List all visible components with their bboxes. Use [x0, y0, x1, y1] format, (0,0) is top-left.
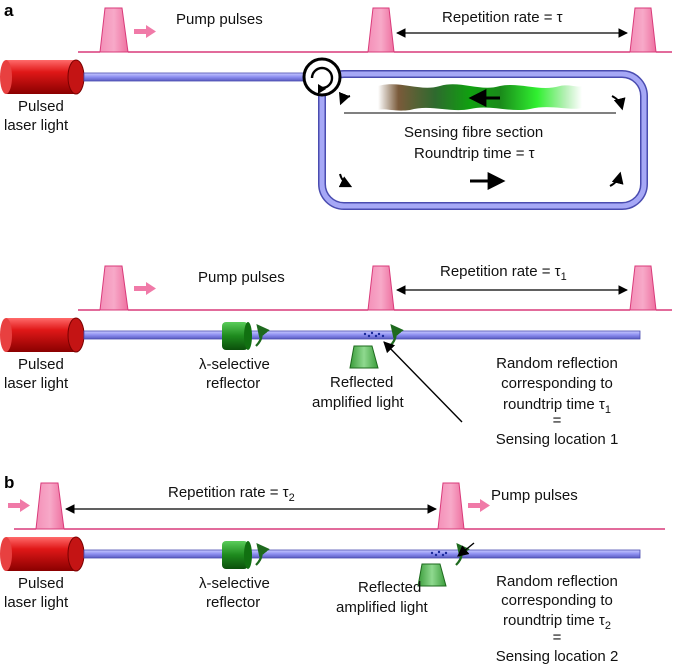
pump-pulse — [629, 265, 657, 311]
circulator — [302, 57, 342, 97]
reflected-label-line2: amplified light — [336, 599, 429, 616]
sensing-label-line2: Roundtrip time = τ — [414, 145, 535, 162]
reflection-arrow — [255, 542, 270, 566]
pulse-direction-arrow — [134, 282, 156, 295]
input-fibre — [83, 72, 307, 82]
random-label-line5: Sensing location 1 — [496, 431, 619, 448]
wavelength-selective-reflector — [222, 541, 252, 569]
pump-pulses-label-2: Pump pulses — [491, 487, 578, 504]
reflected-label-line1: Reflected — [330, 374, 393, 391]
reflected-label-line2: amplified light — [312, 394, 405, 411]
pointer-arrow — [457, 542, 475, 557]
reflector-label-line2: reflector — [206, 375, 260, 392]
random-reflection-text: Random reflection corresponding to round… — [496, 573, 619, 665]
reflected-pulse — [349, 345, 379, 369]
pump-pulse — [629, 7, 657, 53]
circulation-arrow — [338, 173, 353, 188]
random-label-line4: = — [553, 629, 562, 646]
random-reflection-point — [430, 550, 448, 557]
random-label-line3: roundtrip time τ1 — [503, 396, 611, 416]
repetition-rate-label-2: Repetition rate = τ2 — [168, 484, 295, 504]
pump-pulses-label-1: Pump pulses — [198, 269, 285, 286]
pulse-direction-arrow — [134, 25, 156, 38]
pump-pulse — [99, 7, 129, 53]
sensing-label-line1: Sensing fibre section — [404, 124, 543, 141]
random-label-line1: Random reflection — [496, 355, 618, 372]
laser-label-line2: laser light — [4, 117, 69, 134]
pump-pulse — [35, 482, 65, 530]
pump-pulse — [367, 265, 395, 311]
reflected-pulse — [417, 563, 447, 587]
random-label-line4: = — [553, 412, 562, 429]
pointer-arrow — [383, 341, 463, 423]
laser-label-line2: laser light — [4, 375, 69, 392]
reflector-label-line2: reflector — [206, 594, 260, 611]
pulsed-laser — [0, 317, 85, 353]
repetition-rate-label-1: Repetition rate = τ1 — [440, 263, 567, 283]
random-label-line2: corresponding to — [501, 592, 613, 609]
wavelength-selective-reflector — [222, 322, 252, 350]
linear-fibre-2 — [83, 549, 641, 559]
reflected-label-line1: Reflected — [358, 579, 421, 596]
panel-label-a: a — [4, 1, 14, 20]
pulsed-laser — [0, 59, 85, 95]
laser-label-line1: Pulsed — [18, 356, 64, 373]
repetition-rate-label: Repetition rate = τ — [442, 9, 563, 26]
circulation-arrow — [339, 91, 351, 106]
pulse-direction-arrow — [8, 499, 30, 512]
panel-label-b: b — [4, 473, 14, 492]
random-label-line1: Random reflection — [496, 573, 618, 590]
laser-label-line1: Pulsed — [18, 98, 64, 115]
circulation-arrow — [611, 95, 626, 111]
laser-label-line2: laser light — [4, 594, 69, 611]
circulation-arrow — [609, 171, 624, 187]
pulsed-laser — [0, 536, 85, 572]
reflector-label-line1: λ-selective — [199, 356, 270, 373]
laser-label-line1: Pulsed — [18, 575, 64, 592]
pump-pulses-label: Pump pulses — [176, 11, 263, 28]
random-reflection-text: Random reflection corresponding to round… — [496, 355, 619, 448]
pump-pulse — [367, 7, 395, 53]
fibre-ring-core — [319, 71, 647, 209]
pulse-direction-arrow — [468, 499, 490, 512]
circulator-arrow-icon — [318, 84, 326, 94]
reflection-arrow — [255, 323, 270, 347]
pump-pulse — [99, 265, 129, 311]
random-label-line2: corresponding to — [501, 375, 613, 392]
linear-fibre-1 — [83, 330, 641, 340]
random-label-line5: Sensing location 2 — [496, 648, 619, 665]
random-reflection-point — [363, 331, 385, 338]
random-label-line3: roundtrip time τ2 — [503, 612, 611, 632]
reflector-label-line1: λ-selective — [199, 575, 270, 592]
pump-pulse — [437, 482, 465, 530]
